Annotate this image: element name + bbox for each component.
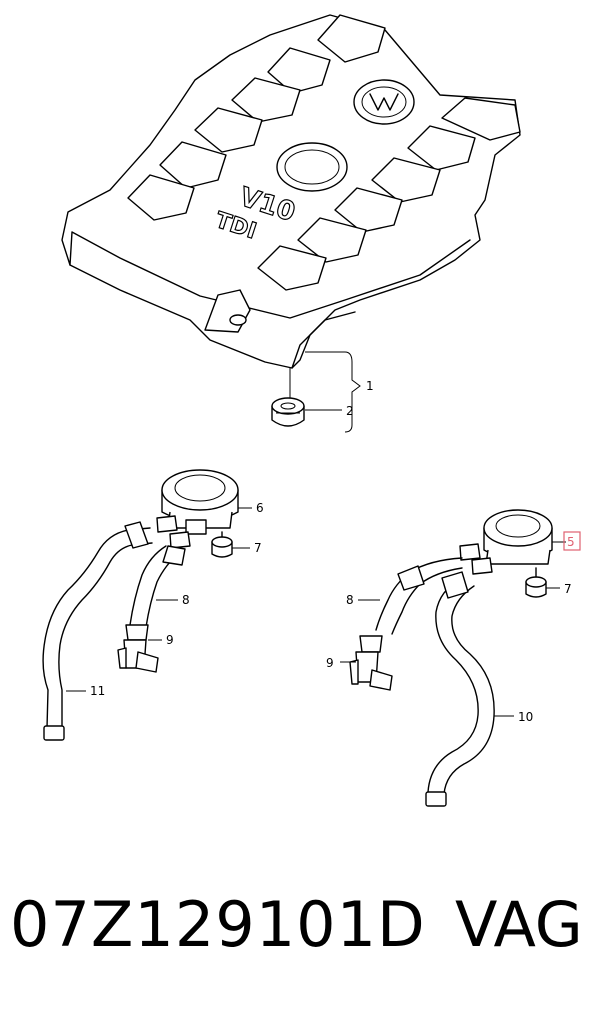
left-assembly: [42, 469, 239, 741]
pressure-regulating-valve-right: [483, 509, 553, 565]
t-piece-left: [117, 624, 159, 673]
callout-8-left: 8: [182, 593, 190, 607]
engine-cover: V10 TDI: [61, 14, 521, 369]
left-leaders: [66, 507, 252, 692]
callout-6: 6: [256, 501, 264, 515]
parts-diagram: V10 TDI 1 2: [42, 14, 581, 807]
oil-cap-opening: [276, 142, 348, 192]
rubber-grommet: [271, 397, 305, 427]
pressure-regulating-valve-left: [161, 469, 239, 535]
callout-7-right: 7: [564, 582, 572, 596]
part-number: 07Z129101D: [10, 888, 426, 961]
callout-5: 5: [567, 535, 575, 549]
callout-5-highlight: [563, 531, 581, 551]
callout-11: 11: [90, 684, 105, 698]
t-piece-right: [349, 635, 393, 691]
callout-9-left: 9: [166, 633, 174, 647]
brand-name: VAG: [455, 888, 583, 961]
callout-8-right: 8: [346, 593, 354, 607]
callout-1: 1: [366, 379, 374, 393]
vw-logo: [353, 79, 415, 125]
callout-7-left: 7: [254, 541, 262, 555]
right-assembly: [349, 509, 553, 807]
callout-9-right: 9: [326, 656, 334, 670]
callout-2: 2: [346, 404, 354, 418]
cover-slats: [127, 14, 521, 291]
cover-engine-text: TDI: [212, 208, 259, 245]
cover-leaders: [289, 351, 361, 433]
cap-left: [211, 531, 233, 558]
cap-right: [525, 567, 547, 598]
callout-10: 10: [518, 710, 533, 724]
